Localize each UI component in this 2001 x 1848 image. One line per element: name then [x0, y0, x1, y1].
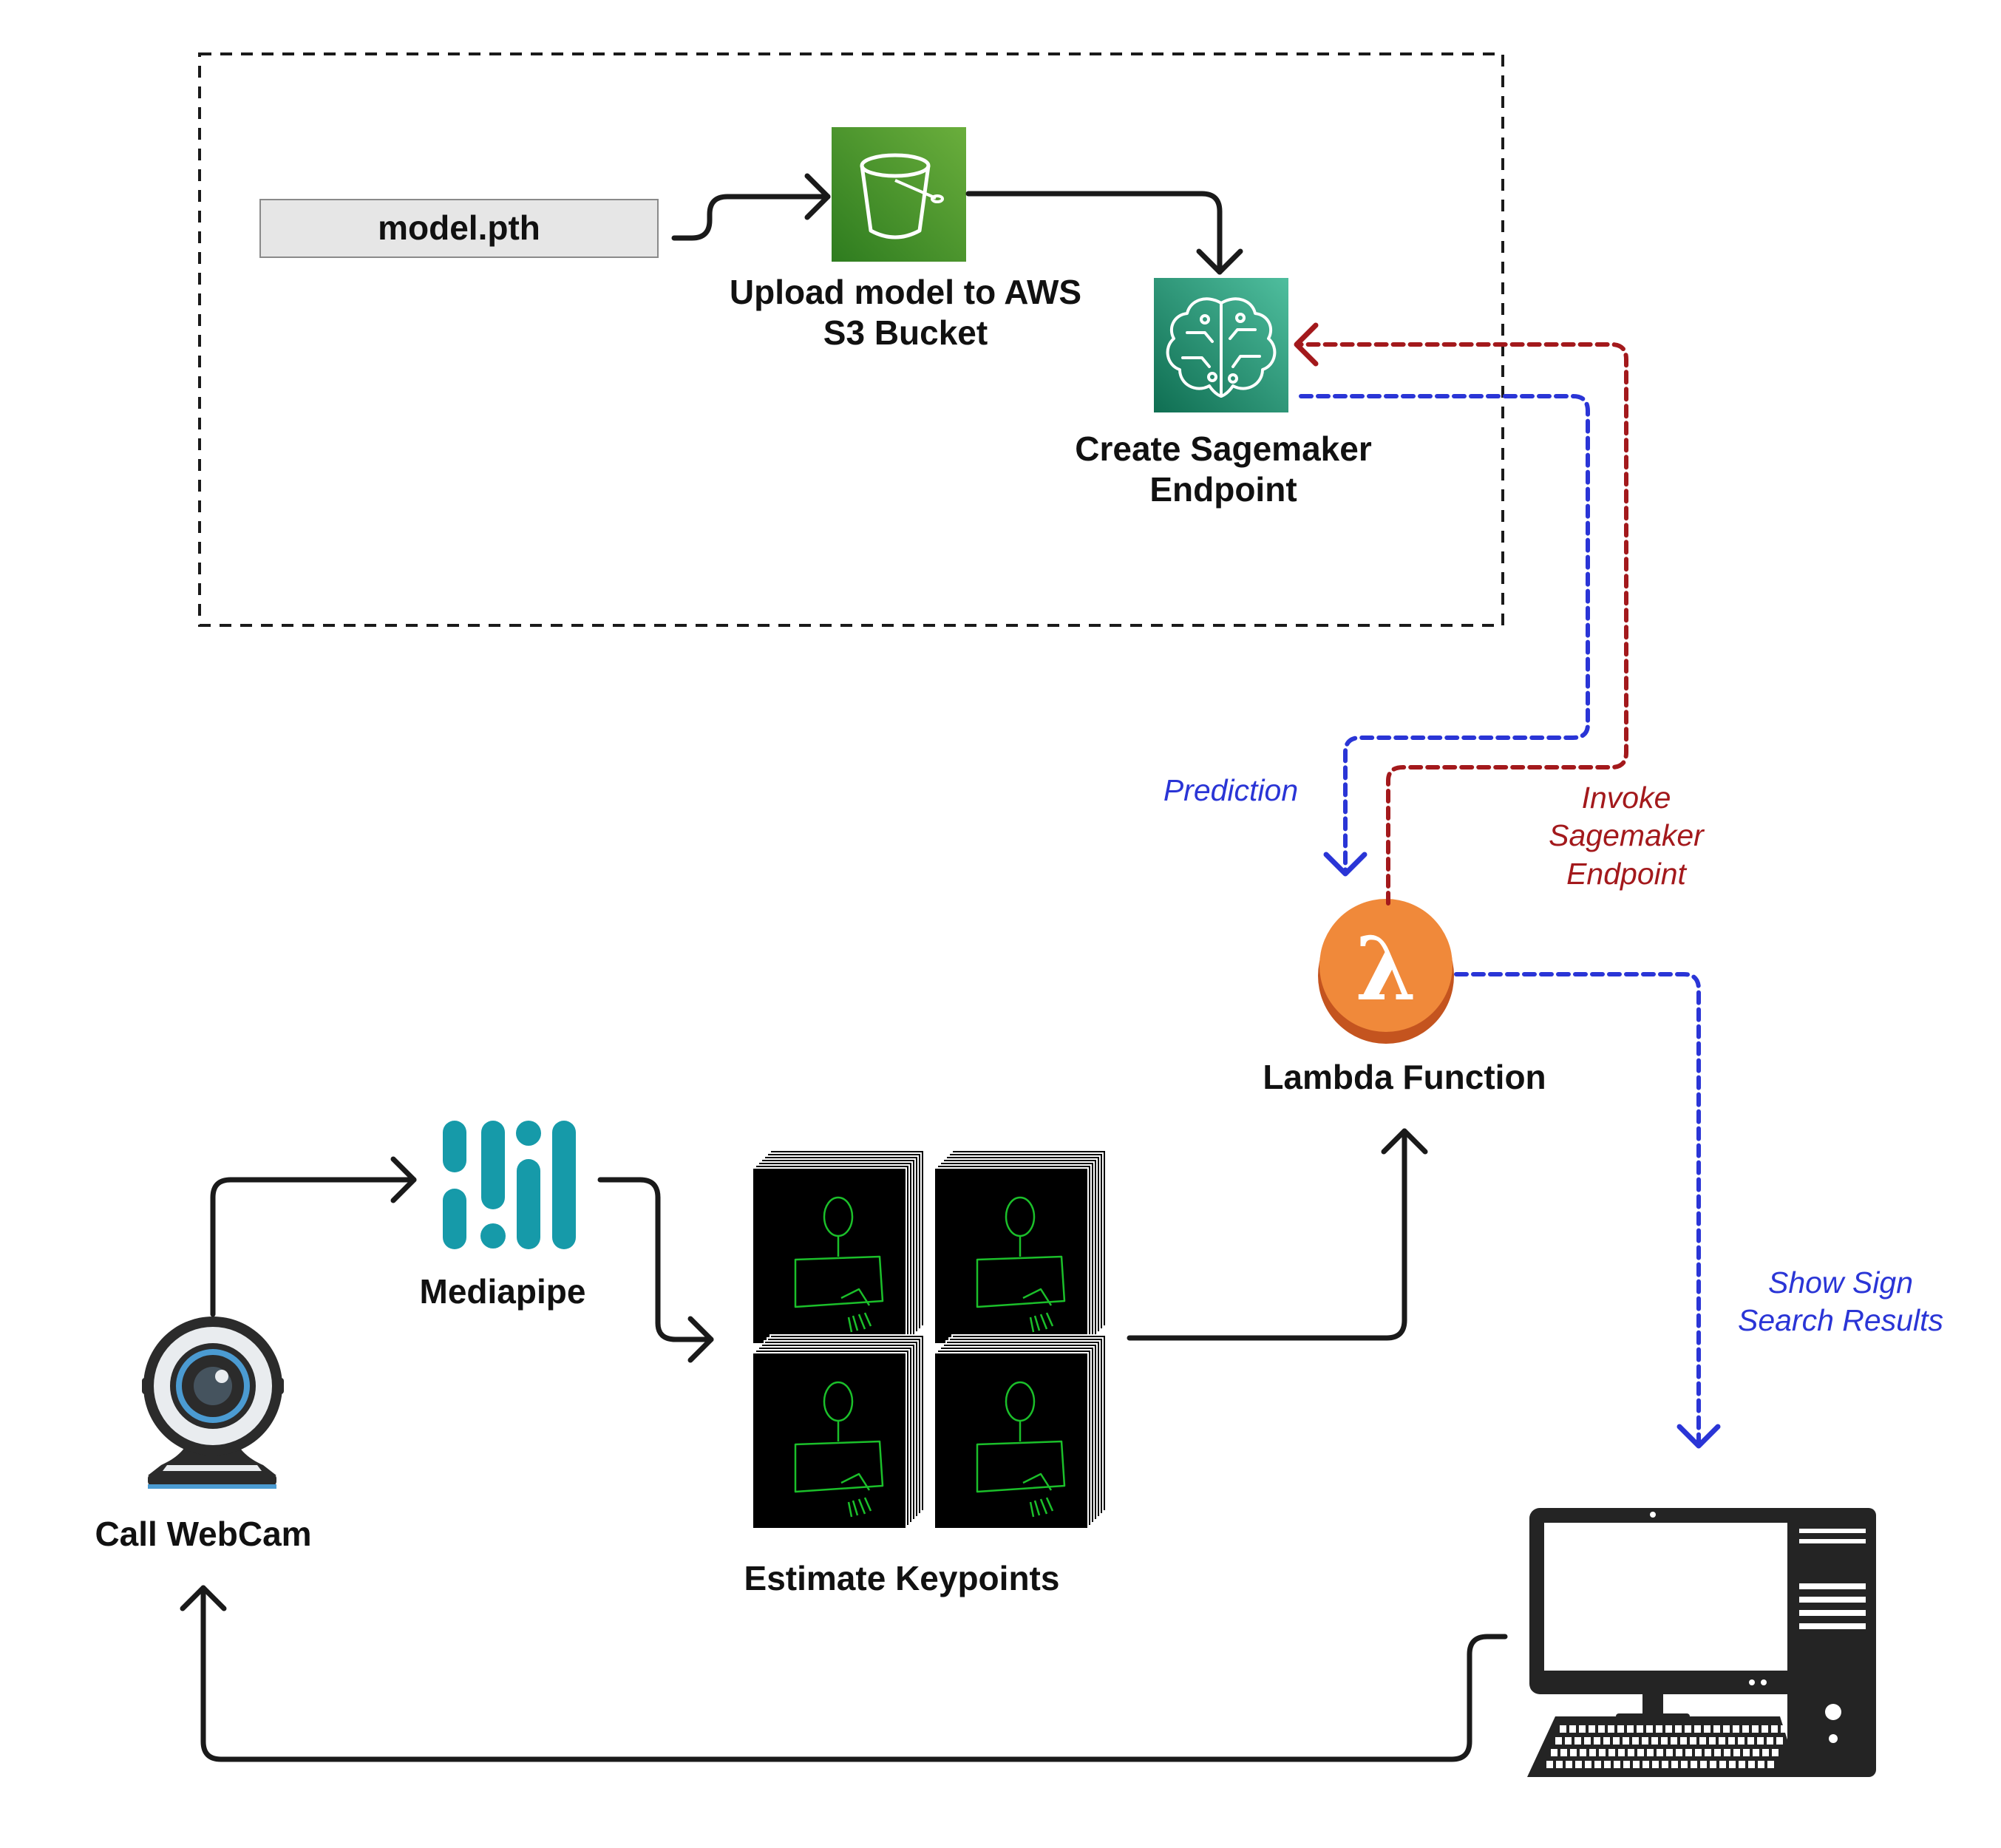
prediction-annotation: Prediction — [1163, 773, 1299, 807]
invoke-arrowhead — [1294, 322, 1319, 367]
arrow-webcam-to-mediapipe — [210, 1177, 417, 1317]
arrowhead-lambda — [1381, 1128, 1428, 1155]
keypoint-frame-stack — [934, 1334, 1107, 1529]
arrowhead-mediapipe — [390, 1156, 417, 1203]
arrowhead-webcam — [180, 1585, 227, 1611]
arrow-keypoints-to-lambda — [1127, 1128, 1407, 1341]
keypoint-frame-stack — [934, 1149, 1107, 1345]
mediapipe-logo-icon — [443, 1121, 576, 1249]
arrowhead-keypoints — [687, 1316, 714, 1363]
keypoints-label: Estimate Keypoints — [744, 1559, 1060, 1597]
s3-bucket-icon — [832, 127, 966, 262]
prediction-arrowhead — [1323, 852, 1368, 877]
sagemaker-label: Create Sagemaker Endpoint — [1075, 429, 1372, 509]
arrow-mediapipe-to-keypoints — [597, 1177, 714, 1342]
model-file-label: model.pth — [378, 208, 540, 247]
desktop-computer-icon — [1527, 1508, 1876, 1777]
training-deploy-group — [198, 52, 1504, 627]
arrow-computer-to-webcam — [200, 1585, 1508, 1762]
prediction-connector — [1299, 394, 1590, 873]
keypoint-frame-stack — [752, 1149, 925, 1345]
keypoint-frame-stack — [752, 1334, 925, 1529]
lambda-icon: λ — [1318, 899, 1454, 1044]
sagemaker-brain-icon — [1154, 278, 1288, 412]
s3-label: Upload model to AWS S3 Bucket — [729, 273, 1082, 353]
model-file-box — [259, 199, 659, 258]
invoke-annotation: Invoke Sagemaker Endpoint — [1549, 781, 1704, 891]
arrowhead-s3 — [804, 173, 831, 220]
lambda-label: Lambda Function — [1263, 1058, 1546, 1096]
lambda-symbol: λ — [1356, 917, 1417, 1020]
mediapipe-label: Mediapipe — [419, 1272, 586, 1311]
results-connector — [1454, 972, 1701, 1445]
webcam-icon — [142, 1317, 284, 1489]
keypoint-frames-icon — [752, 1149, 1107, 1529]
arrowhead-sagemaker — [1196, 248, 1243, 275]
show-results-annotation: Show Sign Search Results — [1737, 1266, 1943, 1338]
arrow-model-to-s3 — [671, 194, 831, 241]
invoke-connector — [1296, 342, 1628, 906]
results-arrowhead — [1676, 1424, 1721, 1449]
arrow-s3-to-sagemaker — [965, 191, 1223, 275]
webcam-label: Call WebCam — [95, 1515, 312, 1553]
